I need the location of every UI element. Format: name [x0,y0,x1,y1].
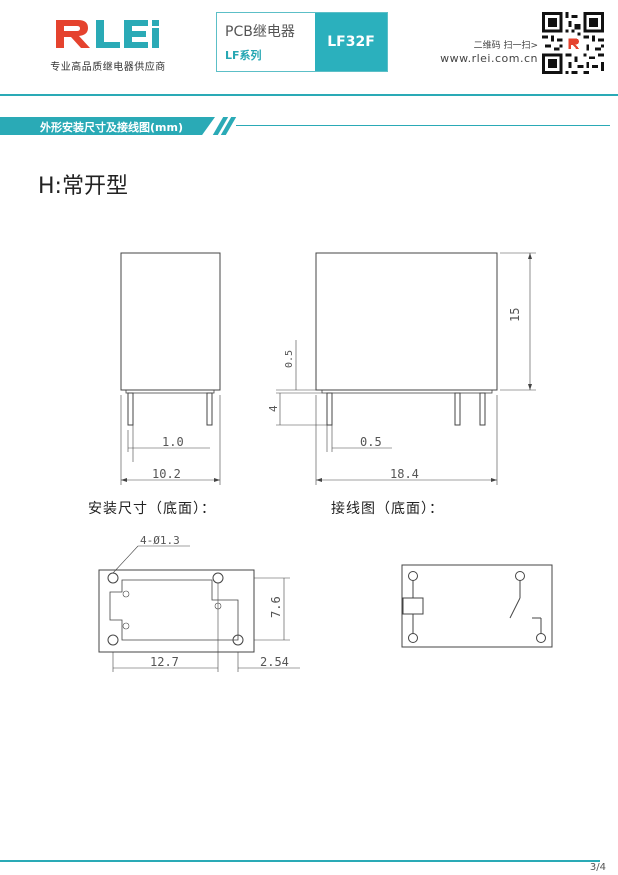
side-view: 15 0.5 4 0.5 18.4 [267,252,536,485]
page-number: 3/4 [589,862,606,873]
qr-code-icon[interactable] [542,12,604,74]
website-link[interactable]: www.rlei.com.cn [440,52,538,65]
hole-offset-label: 2.54 [260,655,289,669]
product-model: LF32F [315,13,387,71]
product-category: PCB继电器 [225,24,295,40]
scan-hint: 二维码 扫一扫> [473,41,538,51]
mounting-view: 4-Ø1.3 7.6 12.7 2.54 [98,534,300,672]
side-pin-3 [479,392,486,426]
caption-mounting: 安装尺寸（底面）： [88,501,216,517]
side-pin-gap-label: 0.5 [360,435,382,449]
side-offset-label: 0.5 [284,350,295,368]
front-width-label: 10.2 [152,467,181,481]
brand-tagline: 专业高品质继电器供应商 [50,62,166,73]
wiring-pin-coil-2 [408,633,418,643]
section-rule [236,125,610,126]
mount-locator [122,622,130,630]
product-info: PCB继电器 LF系列 [217,13,313,71]
hole-pitch-x-label: 12.7 [150,655,179,669]
mount-hole-4 [232,634,244,646]
section-title: 外形安装尺寸及接线图(mm) [40,121,183,134]
product-series: LF系列 [225,49,262,62]
hole-spec-label: 4-Ø1.3 [140,534,180,547]
side-pin-1 [326,392,333,426]
mount-hole-3 [107,634,119,646]
type-title: H:常开型 [38,174,128,199]
wiring-outline [401,564,553,648]
hole-pitch-y-label: 7.6 [269,596,283,618]
mount-locator [122,590,130,598]
mount-inner-outline [109,579,239,641]
wiring-pin-com [515,571,525,581]
front-view: 1.0 10.2 [120,252,221,485]
brand-logo: 专业高品质继电器供应商 [38,14,178,73]
product-box: PCB继电器 LF系列 LF32F [216,12,388,72]
coil-symbol [402,597,424,615]
rlei-logo-icon [56,20,159,48]
wiring-pin-no [536,633,546,643]
section-tab: 外形安装尺寸及接线图(mm) [0,117,215,135]
side-body-outline [315,252,498,391]
front-body-outline [120,252,221,391]
side-length-label: 18.4 [390,467,419,481]
side-pin-2 [454,392,461,426]
caption-wiring: 接线图（底面）： [331,501,444,517]
footer-rule [0,860,600,862]
front-pin-spacing-label: 1.0 [162,435,184,449]
front-pin-left [127,392,134,426]
mount-hole-2 [212,572,224,584]
header: 专业高品质继电器供应商 PCB继电器 LF系列 LF32F 二维码 扫一扫> w… [0,0,618,92]
front-base-flange [125,389,215,394]
section-header: 外形安装尺寸及接线图(mm) [0,117,610,135]
front-pin-right [206,392,213,426]
wiring-pin-coil-1 [408,571,418,581]
contact-switch [509,597,521,619]
wiring-view [401,564,553,648]
mount-outline [98,569,255,653]
header-rule [0,94,618,96]
mount-hole-1 [107,572,119,584]
hole-leader [112,545,139,574]
side-pin-length-label: 4 [267,405,280,412]
side-height-label: 15 [508,308,522,322]
side-base-flange [321,389,493,394]
